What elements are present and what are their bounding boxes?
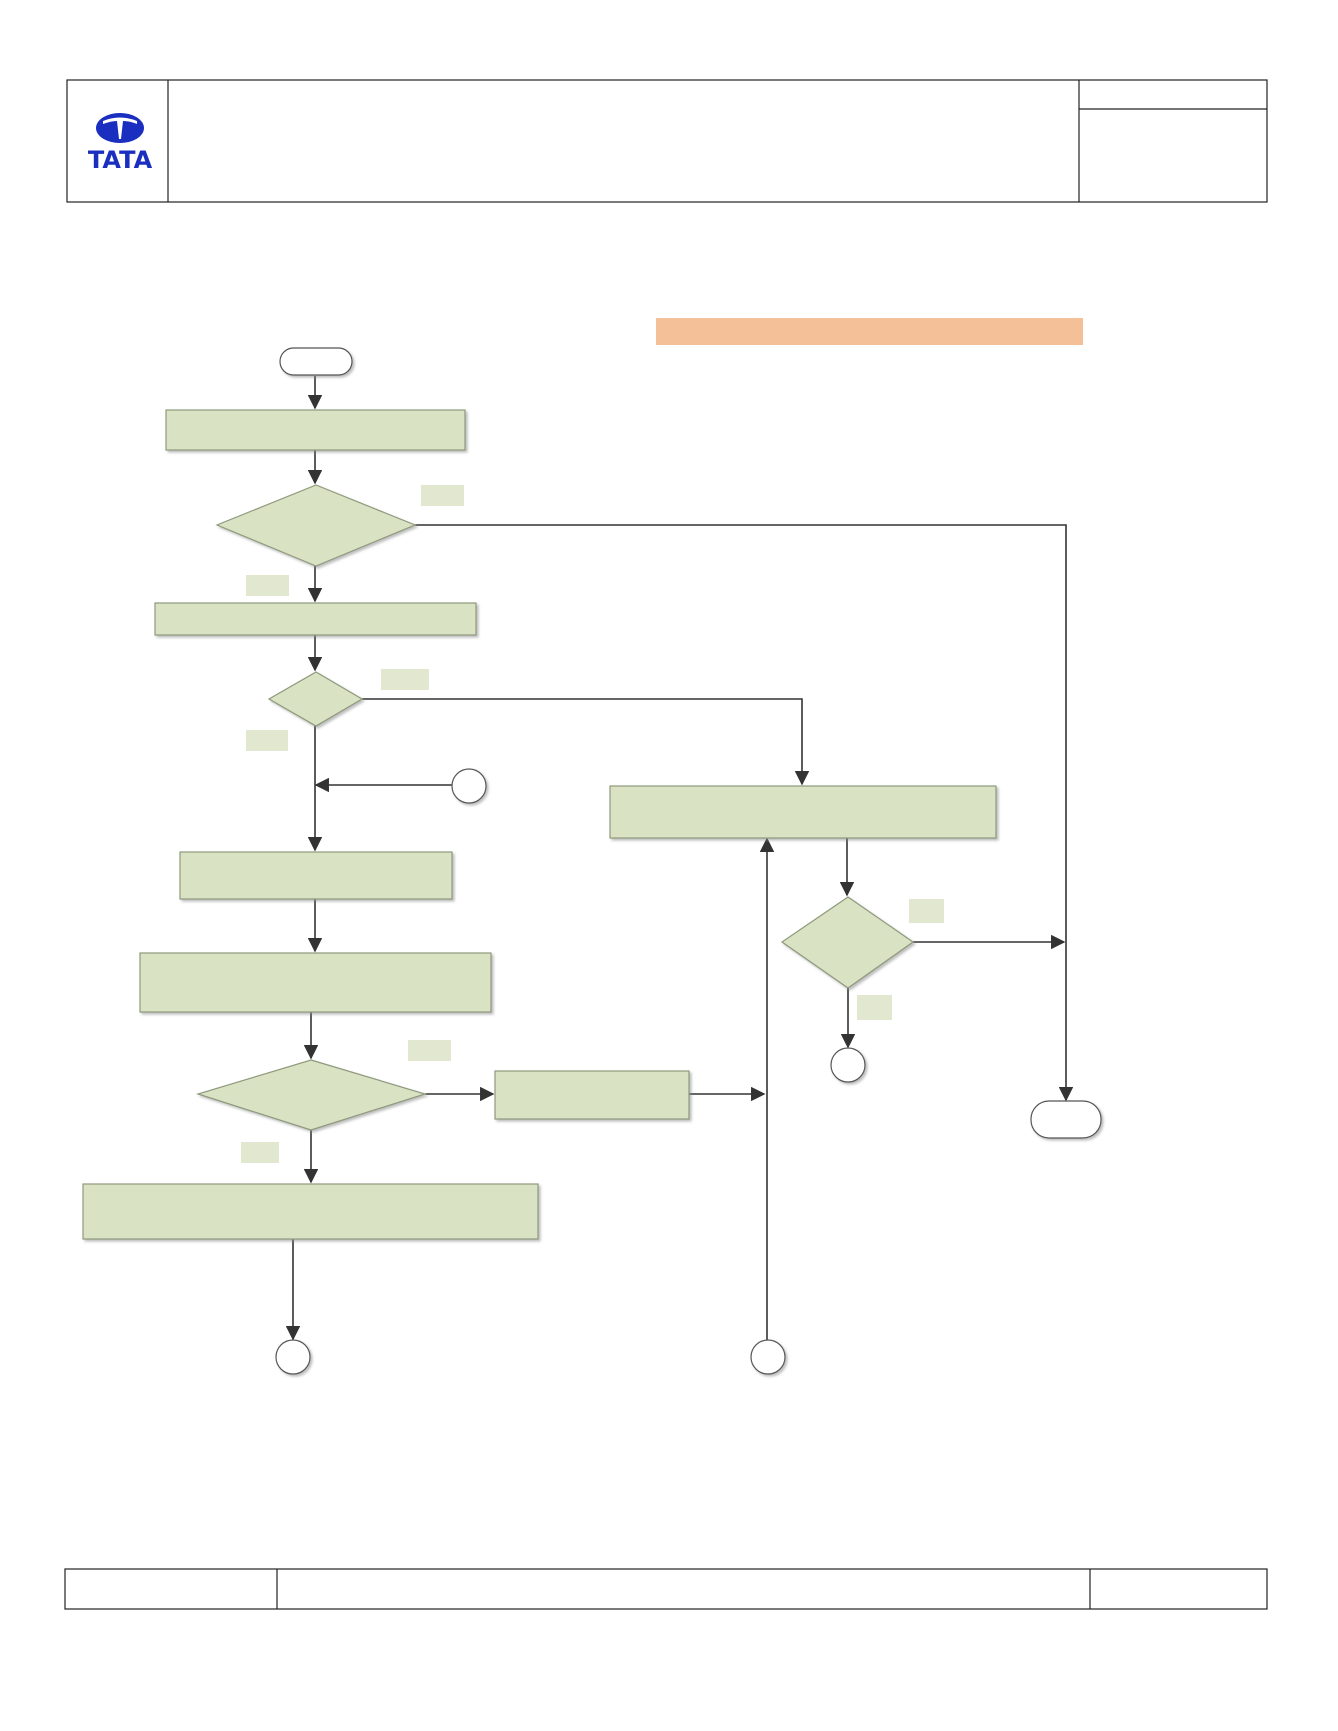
end-terminal: [1030, 1100, 1102, 1139]
branch-label-tags: [241, 485, 944, 1163]
branch-tag-decision-1-right: [421, 485, 464, 506]
process-4: [139, 952, 492, 1013]
decision-1: [215, 484, 417, 567]
branch-tag-decision-1-down: [246, 575, 289, 596]
tata-logo-emblem: [96, 113, 144, 143]
branch-tag-decision-2-right: [381, 669, 429, 690]
flow-line-decision-2-to-process-right: [362, 698, 810, 786]
process-3: [179, 851, 453, 900]
branch-tag-decision-right-down: [857, 995, 892, 1020]
process-2: [154, 602, 477, 636]
connector-in-left: [451, 768, 487, 804]
connector-bottom-left: [275, 1339, 311, 1375]
header-table: [66, 79, 1268, 203]
process-right: [609, 785, 997, 839]
branch-tag-decision-3-down: [241, 1142, 279, 1163]
start-terminal: [279, 347, 353, 376]
branch-tag-decision-2-down: [246, 730, 288, 751]
decision-right: [780, 896, 915, 989]
highlight-bar: [656, 318, 1083, 345]
header-border: [66, 79, 1268, 203]
flow-line-decision-1-to-end: [415, 524, 1074, 1102]
footer-border: [64, 1568, 1268, 1610]
tata-logo-text: TATA: [88, 146, 153, 174]
decision-3: [195, 1059, 428, 1131]
process-6: [82, 1183, 539, 1240]
footer-table: [64, 1568, 1268, 1610]
flow-shapes: [82, 347, 1102, 1375]
branch-tag-decision-right-right: [909, 899, 944, 923]
process-5: [494, 1070, 690, 1120]
process-1: [165, 409, 466, 451]
decision-2: [267, 671, 364, 727]
connector-right: [830, 1047, 866, 1083]
connector-bottom-middle: [750, 1339, 786, 1375]
branch-tag-decision-3-right: [408, 1040, 451, 1061]
flow-lines: [285, 376, 1074, 1341]
tata-logo: TATA: [88, 113, 153, 174]
